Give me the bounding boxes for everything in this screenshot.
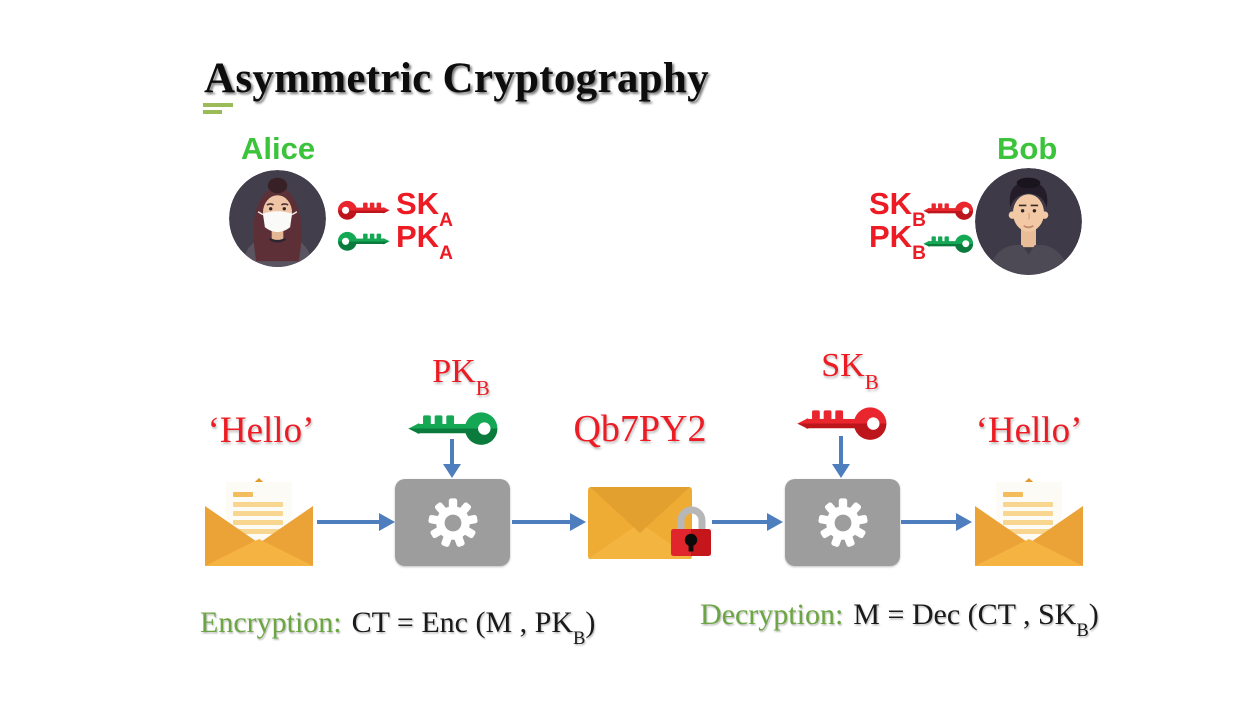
decryption-expression: M = Dec (CT , SKB) <box>853 598 1099 641</box>
bob-public-key-icon <box>922 230 974 254</box>
decryption-formula: Decryption: M = Dec (CT , SKB) <box>700 598 1099 641</box>
encryption-gearbox <box>395 479 510 566</box>
arrow-right-icon <box>317 513 395 531</box>
alice-avatar <box>229 170 326 267</box>
gear-icon <box>813 493 873 553</box>
ciphertext-label: Qb7PY2 <box>573 408 707 450</box>
padlock-icon <box>670 504 712 557</box>
open-envelope-icon <box>973 476 1085 568</box>
arrow-right-icon <box>712 513 783 531</box>
bob-avatar <box>975 168 1082 275</box>
title-underline <box>203 110 222 114</box>
encrypt-key-label: PKB <box>432 353 490 401</box>
encryption-formula: Encryption: CT = Enc (M , PKB) <box>200 606 596 649</box>
encryption-label: Encryption: <box>200 606 342 639</box>
arrow-down-icon <box>832 436 850 478</box>
bob-private-key-icon <box>922 197 974 221</box>
page-title: Asymmetric Cryptography <box>204 55 709 102</box>
alice-private-key-label: SKA <box>396 186 453 231</box>
bob-private-key-label: SKB <box>869 186 926 231</box>
arrow-right-icon <box>901 513 972 531</box>
bob-public-key-label: PKB <box>869 219 926 264</box>
title-underline <box>203 103 233 107</box>
public-key-icon <box>406 401 499 450</box>
arrow-down-icon <box>443 439 461 478</box>
decryption-gearbox <box>785 479 900 566</box>
private-key-icon <box>795 396 888 445</box>
decryption-label: Decryption: <box>700 598 844 631</box>
encryption-expression: CT = Enc (M , PKB) <box>351 606 596 649</box>
plaintext-output-label: ‘Hello’ <box>975 410 1083 451</box>
alice-public-key-icon <box>337 227 391 252</box>
arrow-right-icon <box>512 513 586 531</box>
plaintext-input-label: ‘Hello’ <box>207 410 315 451</box>
decrypt-key-label: SKB <box>821 347 879 395</box>
gear-icon <box>423 493 483 553</box>
bob-name: Bob <box>997 131 1058 166</box>
alice-name: Alice <box>241 131 316 166</box>
alice-public-key-label: PKA <box>396 219 453 264</box>
sealed-envelope-icon <box>588 487 692 559</box>
alice-private-key-icon <box>337 196 391 221</box>
open-envelope-icon <box>203 476 315 568</box>
